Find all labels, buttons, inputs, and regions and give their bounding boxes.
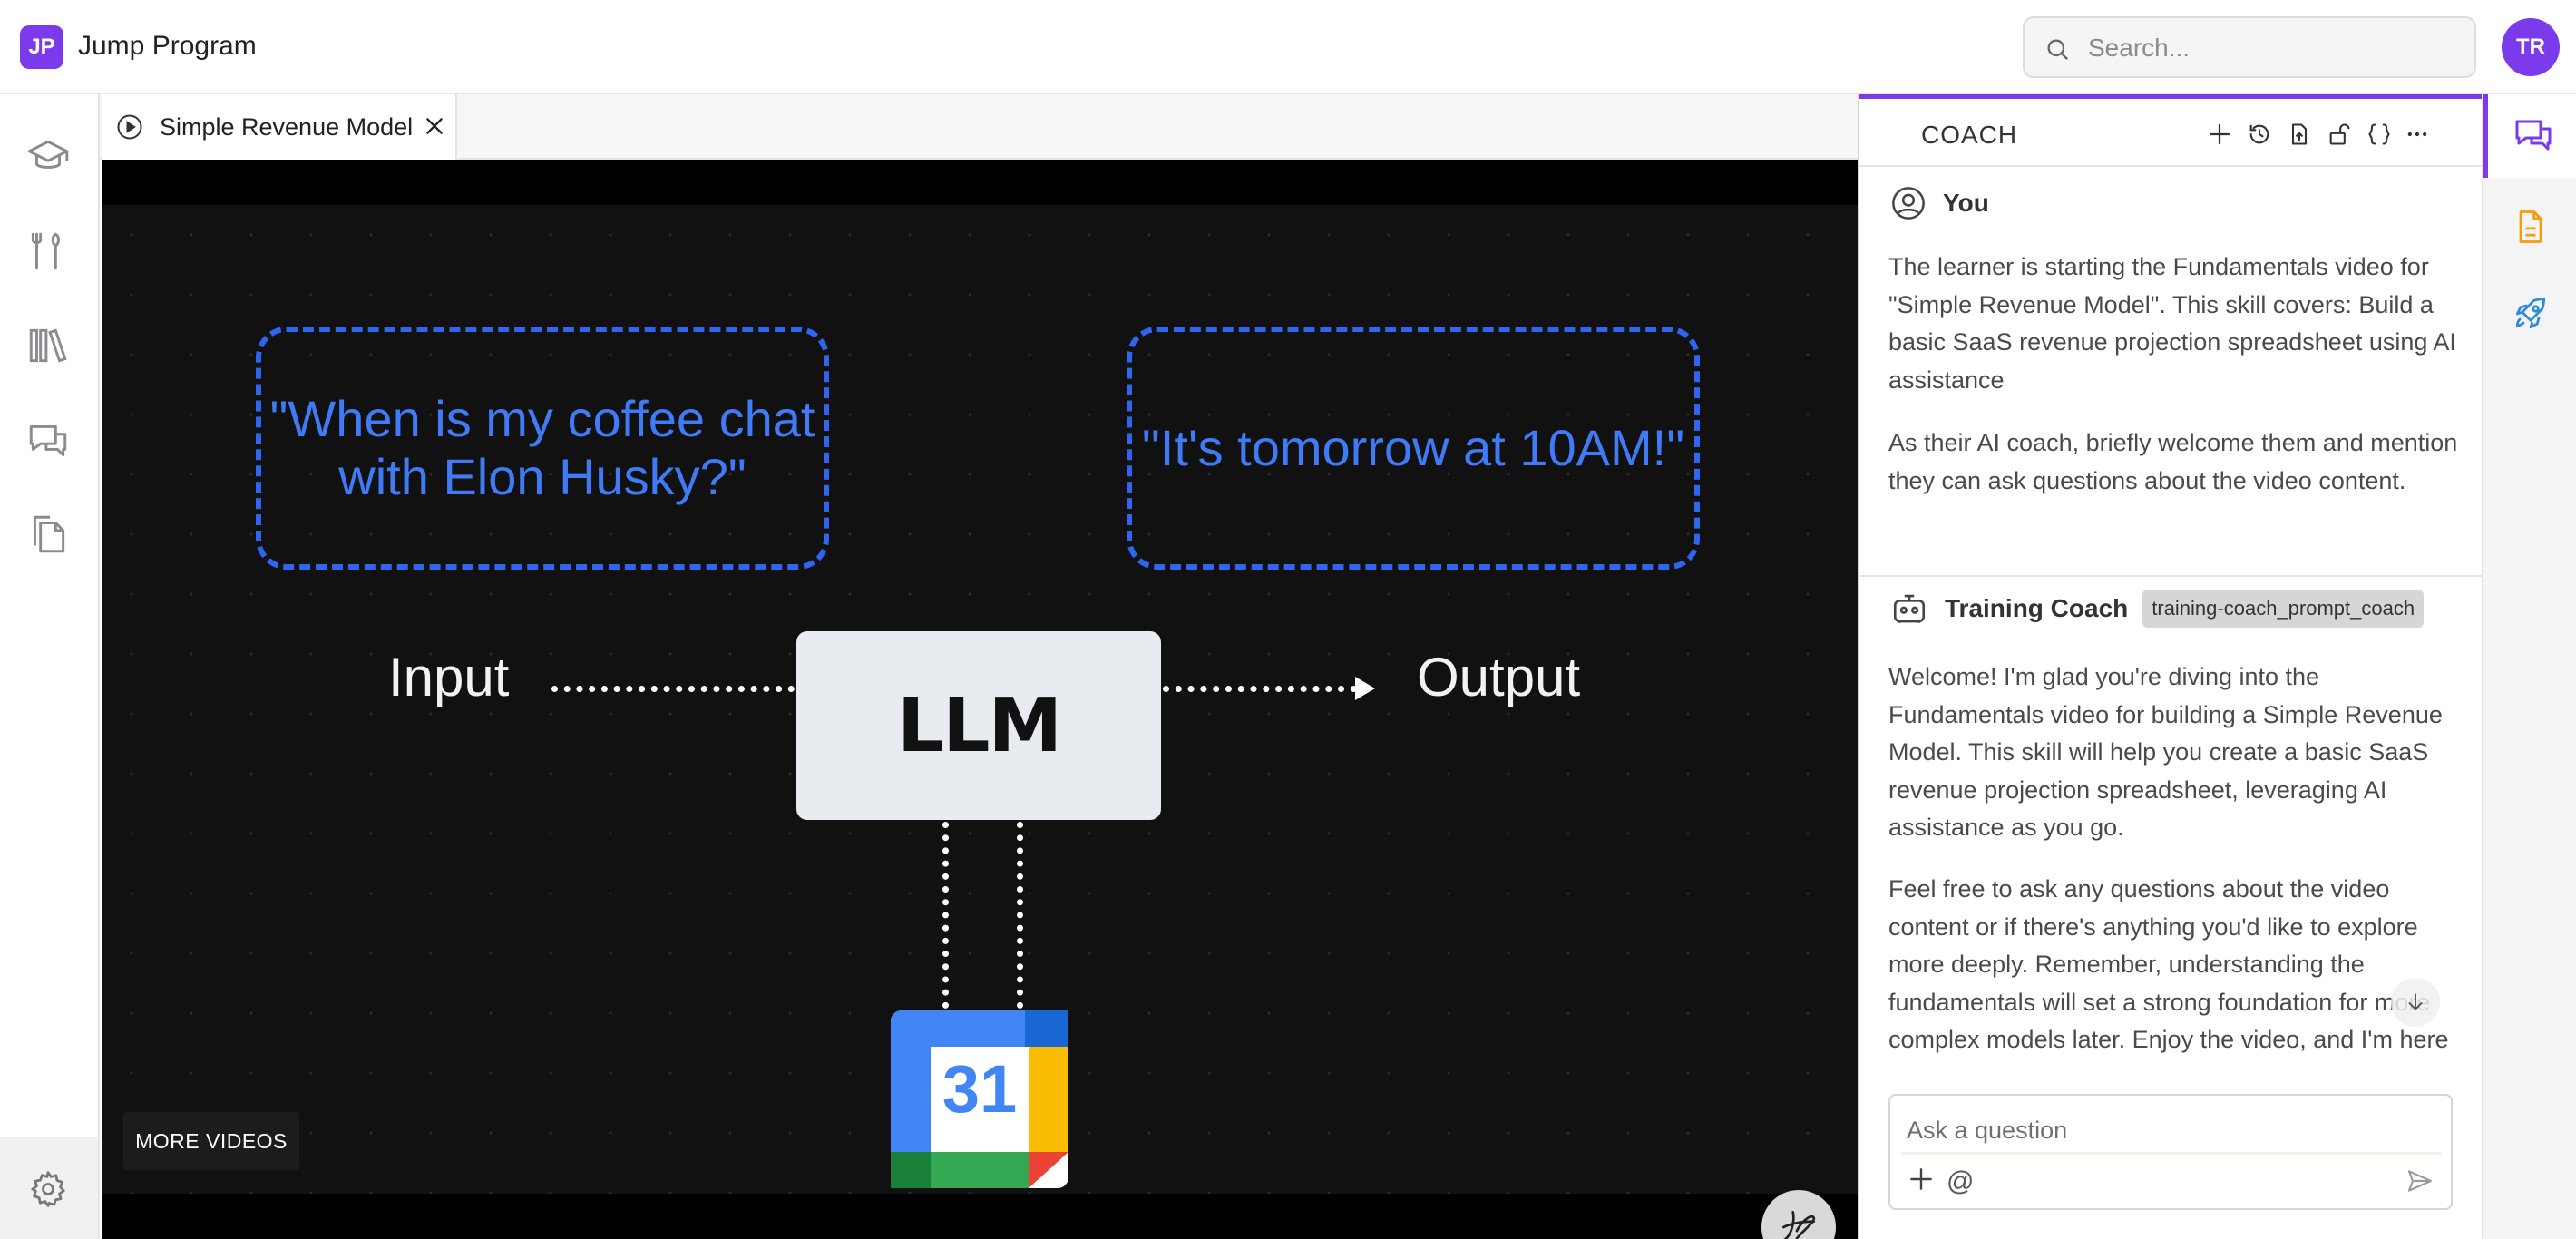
more-icon[interactable] bbox=[2402, 119, 2433, 150]
rail-rocket[interactable] bbox=[2483, 272, 2576, 356]
arrow-down-icon bbox=[2408, 993, 2423, 1010]
message-sender-you: You bbox=[1890, 185, 1989, 221]
more-videos-button[interactable]: MORE VIDEOS bbox=[123, 1112, 299, 1170]
message-divider bbox=[1859, 575, 2482, 577]
signature-icon bbox=[1781, 1210, 1816, 1239]
close-icon[interactable] bbox=[423, 114, 446, 138]
chat-icon[interactable] bbox=[24, 415, 73, 464]
message-paragraph: The learner is starting the Fundamentals… bbox=[1888, 253, 2456, 394]
question-composer: @ bbox=[1888, 1094, 2453, 1210]
document-icon bbox=[2519, 210, 2542, 243]
calendar-day-number: 31 bbox=[942, 1051, 1018, 1127]
library-icon[interactable] bbox=[24, 321, 73, 370]
message-paragraph: Welcome! I'm glad you're diving into the… bbox=[1888, 663, 2443, 841]
left-nav bbox=[0, 94, 100, 1239]
output-quote-box: "It's tomorrow at 10AM!" bbox=[1127, 327, 1700, 570]
video-frame: "When is my coffee chat with Elon Husky?… bbox=[102, 205, 1858, 1239]
input-quote-box: "When is my coffee chat with Elon Husky?… bbox=[256, 327, 829, 570]
app-logo[interactable]: JP bbox=[20, 25, 63, 69]
output-quote-text: "It's tomorrow at 10AM!" bbox=[1141, 419, 1685, 476]
attach-plus-icon[interactable] bbox=[1907, 1165, 1936, 1194]
input-label: Input bbox=[388, 647, 510, 707]
scroll-down-button[interactable] bbox=[2391, 978, 2440, 1027]
send-icon[interactable] bbox=[2405, 1166, 2435, 1195]
graduation-cap-icon[interactable] bbox=[24, 132, 73, 181]
braces-icon[interactable] bbox=[2364, 119, 2395, 150]
signature-logo-button[interactable] bbox=[1761, 1190, 1836, 1239]
unlock-icon[interactable] bbox=[2324, 119, 2355, 150]
question-input[interactable] bbox=[1907, 1114, 2433, 1146]
video-player[interactable]: "When is my coffee chat with Elon Husky?… bbox=[102, 160, 1858, 1239]
output-connector bbox=[1163, 686, 1357, 692]
coach-header: COACH bbox=[1859, 94, 2482, 167]
chat-bubbles-icon bbox=[2515, 120, 2551, 151]
export-icon[interactable] bbox=[2284, 119, 2315, 150]
coach-title: COACH bbox=[1921, 121, 2018, 149]
rail-chat[interactable] bbox=[2483, 94, 2576, 178]
gear-icon[interactable] bbox=[24, 1165, 73, 1214]
tab-label: Simple Revenue Model bbox=[160, 113, 414, 141]
calendar-connector-left bbox=[942, 822, 949, 1009]
search-icon bbox=[2047, 39, 2068, 60]
top-bar: JP Jump Program TR bbox=[0, 0, 2576, 94]
message-sender-coach: Training Coach training-coach_prompt_coa… bbox=[1890, 590, 2425, 628]
tools-icon[interactable] bbox=[24, 227, 73, 276]
bot-icon bbox=[1893, 594, 1926, 623]
message-paragraph: Feel free to ask any questions about the… bbox=[1888, 875, 2449, 1053]
search-box[interactable] bbox=[2023, 16, 2476, 78]
input-quote-text: "When is my coffee chat with Elon Husky?… bbox=[269, 390, 815, 505]
mention-button[interactable]: @ bbox=[1947, 1166, 1975, 1196]
coach-panel: COACH You The learner is starting the Fu… bbox=[1858, 94, 2482, 1239]
user-circle-icon bbox=[1892, 187, 1925, 220]
plus-icon[interactable] bbox=[2204, 119, 2235, 150]
documents-icon[interactable] bbox=[24, 510, 73, 559]
sender-name: Training Coach bbox=[1945, 594, 2129, 622]
right-rail bbox=[2482, 94, 2576, 1239]
search-input[interactable] bbox=[2088, 33, 2451, 63]
composer-divider bbox=[1901, 1152, 2442, 1155]
calendar-connector-right bbox=[1017, 822, 1023, 1009]
rail-document[interactable] bbox=[2483, 185, 2576, 268]
arrow-right-icon bbox=[1355, 677, 1375, 700]
sender-name: You bbox=[1943, 189, 1989, 217]
llm-box: LLM bbox=[796, 631, 1161, 820]
tab-simple-revenue-model[interactable]: Simple Revenue Model bbox=[102, 94, 457, 160]
history-icon[interactable] bbox=[2244, 119, 2275, 150]
tab-strip: Simple Revenue Model bbox=[100, 94, 1858, 160]
play-circle-icon bbox=[117, 114, 142, 140]
input-connector bbox=[551, 686, 795, 692]
rocket-icon bbox=[2515, 298, 2546, 329]
user-avatar[interactable]: TR bbox=[2502, 18, 2560, 76]
output-label: Output bbox=[1417, 647, 1581, 707]
google-calendar-icon: 31 bbox=[891, 1010, 1068, 1188]
app-title[interactable]: Jump Program bbox=[78, 31, 257, 61]
settings-area bbox=[0, 1137, 98, 1239]
message-paragraph: As their AI coach, briefly welcome them … bbox=[1888, 429, 2458, 494]
agent-tag: training-coach_prompt_coach bbox=[2142, 590, 2425, 628]
